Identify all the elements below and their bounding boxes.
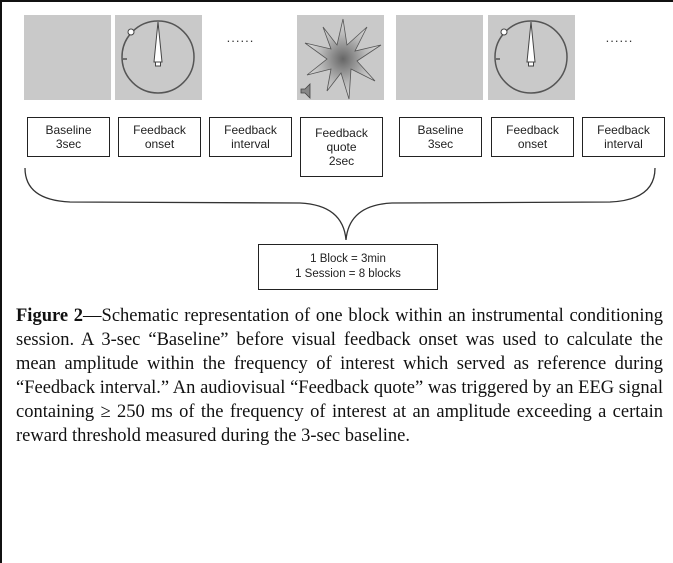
phase-box-feedback-onset: Feedback onset (118, 117, 201, 157)
block-summary-box: 1 Block = 3min 1 Session = 8 blocks (258, 244, 438, 290)
feedback-gauge-panel (115, 15, 202, 100)
phase-box-feedback-interval: Feedback interval (209, 117, 292, 157)
ellipsis-indicator: ...... (226, 30, 255, 45)
caption-text: —Schematic representation of one block w… (16, 306, 663, 446)
figure-2-schematic: ...... ...... Bas (24, 15, 665, 290)
caption-label: Figure 2 (16, 306, 84, 326)
figure-caption: Figure 2—Schematic representation of one… (16, 304, 663, 448)
phase-box-feedback-interval-2: Feedback interval (582, 117, 665, 157)
top-rule (0, 0, 673, 2)
baseline-screen-panel-2 (396, 15, 483, 100)
gauge-icon (494, 20, 568, 94)
session-blocks-text: 1 Session = 8 blocks (295, 268, 401, 280)
block-duration-text: 1 Block = 3min (310, 253, 386, 265)
feedback-gauge-panel-2 (488, 15, 575, 100)
gauge-icon (121, 20, 195, 94)
block-brace (24, 167, 656, 241)
feedback-quote-panel (297, 15, 384, 100)
speaker-icon (300, 83, 311, 99)
starburst-icon (304, 18, 382, 100)
left-rule (0, 0, 2, 563)
baseline-screen-panel (24, 15, 111, 100)
phase-box-feedback-quote: Feedback quote 2sec (300, 117, 383, 177)
phase-box-baseline-2: Baseline 3sec (399, 117, 482, 157)
phase-box-feedback-onset-2: Feedback onset (491, 117, 574, 157)
phase-box-baseline: Baseline 3sec (27, 117, 110, 157)
ellipsis-indicator-2: ...... (605, 30, 634, 45)
